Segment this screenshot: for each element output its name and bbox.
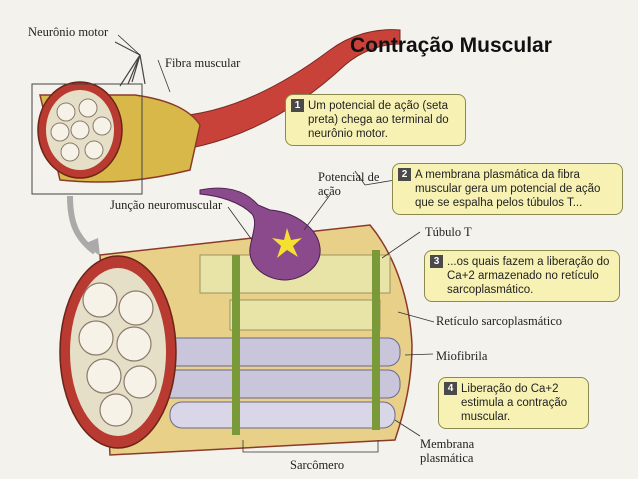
label-potencial-de-acao: Potencial de ação (318, 170, 380, 198)
label-juncao-neuromuscular: Junção neuromuscular (110, 198, 223, 212)
step-4-number: 4 (444, 382, 457, 395)
label-membrana-plasmatica: Membrana plasmática (420, 437, 475, 465)
neuromuscular-junction (199, 187, 321, 281)
label-tubulo-t: Túbulo T (425, 225, 472, 239)
zoom-frame (31, 83, 143, 195)
label-neuronio-motor: Neurônio motor (28, 25, 109, 39)
label-fibra-muscular: Fibra muscular (165, 56, 241, 70)
motor-neuron-fibers (114, 41, 146, 87)
label-miofibrila: Miofibrila (436, 349, 488, 363)
step-3-text: ...os quais fazem a liberação do Ca+2 ar… (447, 256, 610, 296)
step-4-callout: 4 Liberação do Ca+2 estimula a contração… (438, 377, 589, 429)
label-sarcomero: Sarcômero (290, 458, 345, 472)
step-4-text: Liberação do Ca+2 estimula a contração m… (461, 383, 568, 423)
label-reticulo-sarcoplasmatico: Retículo sarcoplasmático (436, 314, 563, 328)
step-2-number: 2 (398, 168, 411, 181)
step-3-callout: 3 ...os quais fazem a liberação do Ca+2 … (424, 250, 620, 302)
diagram-title: Contração Muscular (350, 34, 552, 57)
pointer-lines (117, 34, 435, 453)
step-3-number: 3 (430, 255, 443, 268)
step-2-text: A membrana plasmática da fibra muscular … (415, 169, 601, 209)
step-1-number: 1 (291, 99, 304, 112)
step-2-callout: 2 A membrana plasmática da fibra muscula… (392, 163, 623, 215)
fiber-bundle-small (37, 81, 201, 183)
step-1-callout: 1 Um potencial de ação (seta preta) cheg… (285, 94, 466, 146)
muscle-fiber-section (59, 224, 413, 456)
step-1-text: Um potencial de ação (seta preta) chega … (308, 100, 449, 140)
